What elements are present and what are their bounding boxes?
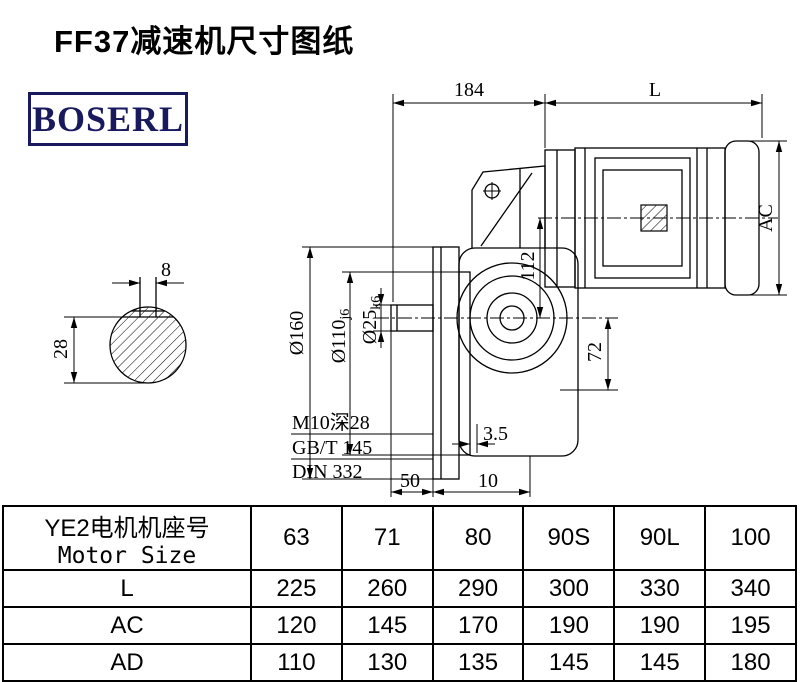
cell-AC-80: 170	[431, 606, 525, 645]
dim-AC-label: AC	[755, 204, 777, 232]
row-label-AD: AD	[2, 643, 252, 682]
cell-AC-71: 145	[340, 606, 434, 645]
cell-AD-63: 110	[250, 643, 343, 682]
dim-112-label: 112	[517, 251, 539, 280]
dim-35-label: 3.5	[483, 423, 508, 445]
table-row-L: L 225 260 290 300 330 340	[2, 569, 797, 608]
table-row-AD: AD 110 130 135 145 145 180	[2, 643, 797, 682]
cell-AC-63: 120	[250, 606, 343, 645]
row-label-L: L	[2, 569, 252, 608]
cell-L-80: 290	[431, 569, 525, 608]
motor-size-col-90L: 90L	[613, 505, 707, 571]
cell-AC-90L: 190	[613, 606, 707, 645]
boserl-logo-text: BOSERL	[31, 99, 185, 139]
dimension-labels: 184 L AC Ø160 Ø110j6 Ø25k6 112 72 8 28 M…	[50, 79, 777, 492]
motor-size-col-90S: 90S	[522, 505, 616, 571]
gear-housing	[458, 247, 579, 457]
cell-AC-100: 195	[704, 606, 797, 645]
dimension-drawing: 184 L AC Ø160 Ø110j6 Ø25k6 112 72 8 28 M…	[50, 79, 787, 497]
boserl-logo: BOSERL	[28, 92, 188, 146]
dimension-lines	[64, 94, 787, 497]
dim-184-label: 184	[454, 79, 484, 101]
shaft-section-circle	[109, 306, 187, 384]
cell-AD-80: 135	[431, 643, 525, 682]
gearbox-outline	[390, 165, 579, 480]
page-title: FF37减速机尺寸图纸	[54, 24, 355, 59]
dim-25-label: Ø25k6	[359, 296, 384, 344]
row-label-AC: AC	[2, 606, 252, 645]
table-row-AC: AC 120 145 170 190 190 195	[2, 606, 797, 645]
cell-AD-71: 130	[340, 643, 434, 682]
cell-L-100: 340	[704, 569, 797, 608]
dim-L-label: L	[649, 79, 661, 101]
dim-8-label: 8	[161, 259, 171, 281]
motor-size-col-80: 80	[431, 505, 525, 571]
motor-size-header-cell: YE2电机机座号 Motor Size	[2, 505, 252, 571]
table-header-row: YE2电机机座号 Motor Size 63 71 80 90S 90L 100	[2, 505, 797, 571]
cell-L-71: 260	[340, 569, 434, 608]
dim-10-label: 10	[478, 470, 498, 492]
note-din-label: DIN 332	[292, 461, 363, 483]
motor-size-col-100: 100	[704, 505, 797, 571]
note-gbt-label: GB/T 145	[292, 437, 372, 459]
dim-50-label: 50	[400, 470, 420, 492]
cell-AD-90S: 145	[522, 643, 616, 682]
centerlines	[375, 217, 778, 319]
cell-AD-100: 180	[704, 643, 797, 682]
shaft-cross-section-view	[109, 277, 187, 384]
motor-size-header-en: Motor Size	[57, 542, 197, 569]
motor-size-header-cn: YE2电机机座号	[44, 514, 210, 542]
cell-L-90L: 330	[613, 569, 707, 608]
cell-AD-90L: 145	[613, 643, 707, 682]
keyway-lines	[122, 277, 174, 318]
spec-table: YE2电机机座号 Motor Size 63 71 80 90S 90L 100…	[2, 505, 797, 682]
cell-L-90S: 300	[522, 569, 616, 608]
motor-adapter-flange	[544, 149, 576, 288]
dim-28-label: 28	[50, 339, 72, 359]
dim-110-label: Ø110j6	[328, 309, 353, 364]
dim-160-label: Ø160	[286, 311, 308, 355]
dim-72-label: 72	[584, 342, 606, 362]
note-m10-label: M10深28	[292, 411, 370, 434]
cell-AC-90S: 190	[522, 606, 616, 645]
motor-size-col-63: 63	[250, 505, 343, 571]
motor-size-col-71: 71	[340, 505, 434, 571]
cell-L-63: 225	[250, 569, 343, 608]
